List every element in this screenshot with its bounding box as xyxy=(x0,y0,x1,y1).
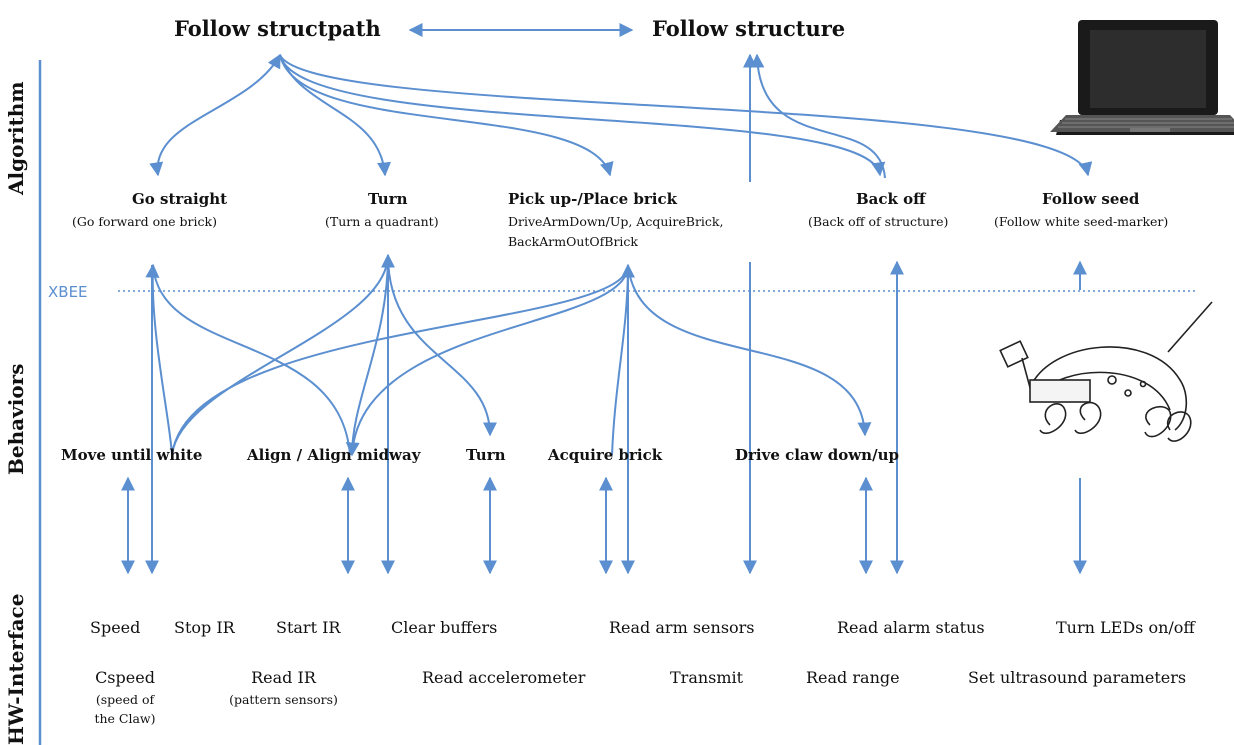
alg-turn-sub: (Turn a quadrant) xyxy=(325,214,439,229)
hw-read-ir-sub: (pattern sensors) xyxy=(229,692,338,707)
hw-read-range: Read range xyxy=(806,668,900,687)
hw-cspeed-sub2: the Claw) xyxy=(94,711,156,726)
hw-transmit: Transmit xyxy=(670,668,744,687)
alg-follow-seed: Follow seed xyxy=(1042,190,1140,208)
follow-structpath: Follow structpath xyxy=(174,16,381,41)
layer-behaviors: Behaviors xyxy=(4,363,28,475)
link-pick-move xyxy=(171,263,635,456)
link-pick-acquire xyxy=(611,264,629,456)
layer-hw-interface: HW-Interface xyxy=(4,593,28,745)
hw-turn-leds: Turn LEDs on/off xyxy=(1056,618,1195,637)
hw-speed: Speed xyxy=(90,618,141,637)
hw-cspeed: Cspeed xyxy=(95,668,155,687)
alg-follow-seed-sub: (Follow white seed-marker) xyxy=(994,214,1169,229)
link-structpath-pick xyxy=(279,54,614,177)
link-structpath-back xyxy=(279,54,886,177)
layer-algorithm: Algorithm xyxy=(4,81,28,195)
link-structure-back xyxy=(750,53,886,179)
alg-pick-place-sub2: BackArmOutOfBrick xyxy=(508,234,638,249)
link-turn-align xyxy=(351,254,389,456)
follow-structure: Follow structure xyxy=(652,16,846,41)
alg-go-straight-sub: (Go forward one brick) xyxy=(72,214,217,229)
beh-move-until-white: Move until white xyxy=(61,446,203,464)
link-turn-move xyxy=(171,253,395,456)
alg-go-straight: Go straight xyxy=(132,190,228,208)
link-turn-turn xyxy=(387,254,497,437)
beh-turn: Turn xyxy=(466,446,506,464)
hw-read-arm-sensors: Read arm sensors xyxy=(609,618,755,637)
link-straight-align xyxy=(152,264,351,456)
alg-back-off-sub: (Back off of structure) xyxy=(808,214,949,229)
hw-set-ultrasound: Set ultrasound parameters xyxy=(968,668,1187,687)
hw-stop-ir: Stop IR xyxy=(174,618,235,637)
beh-drive-claw: Drive claw down/up xyxy=(735,446,899,464)
hw-cspeed-sub1: (speed of xyxy=(95,692,155,707)
alg-back-off: Back off xyxy=(856,190,926,208)
beh-align: Align / Align midway xyxy=(247,446,421,464)
alg-turn: Turn xyxy=(368,190,408,208)
link-structpath-straight xyxy=(149,53,281,177)
alg-pick-place: Pick up-/Place brick xyxy=(508,190,678,208)
beh-acquire-brick: Acquire brick xyxy=(548,446,663,464)
hw-clear-buffers: Clear buffers xyxy=(391,618,498,637)
hw-start-ir: Start IR xyxy=(276,618,341,637)
robot-icon xyxy=(999,301,1213,442)
hw-read-alarm-status: Read alarm status xyxy=(837,618,985,637)
laptop-icon xyxy=(1050,20,1234,135)
xbee-label: XBEE xyxy=(48,283,88,301)
hw-read-accelerometer: Read accelerometer xyxy=(422,668,586,687)
link-structpath-seed xyxy=(279,54,1093,177)
link-pick-align xyxy=(345,264,629,457)
alg-pick-place-sub: DriveArmDown/Up, AcquireBrick, xyxy=(508,214,724,229)
hw-read-ir: Read IR xyxy=(251,668,316,687)
